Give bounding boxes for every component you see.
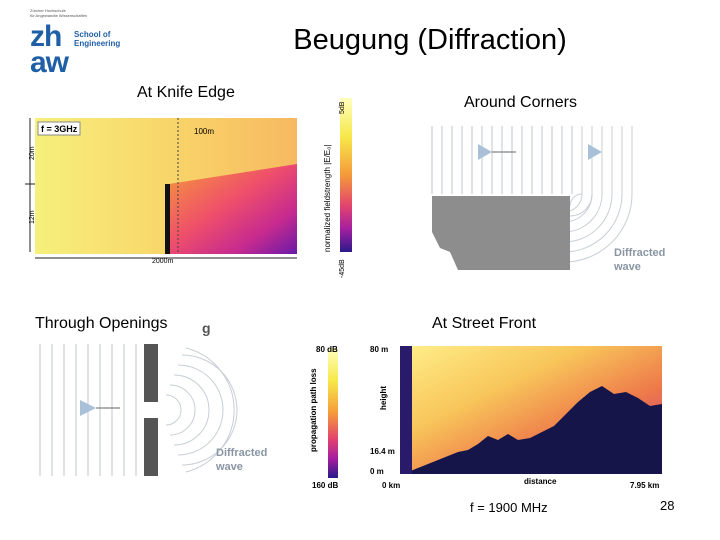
caption-openings: Through Openings [35, 315, 168, 332]
dim-2000m: 2000m [152, 258, 174, 264]
street-scale: propagation path loss 80 dB 160 dB [309, 345, 338, 490]
wave-fronts [39, 344, 137, 476]
scale-bottom: -45dB [339, 259, 346, 278]
knife-edge-diagram: f = 3GHz 100m 20m 12m 2000m [25, 118, 297, 264]
wave-label: wave [613, 261, 641, 273]
frequency-note: f = 1900 MHz [470, 500, 548, 515]
wave-label: wave [215, 461, 243, 473]
rough-edge [432, 232, 458, 270]
scale-gradient [340, 98, 352, 252]
street-front-diagram: 80 m height 16.4 m 0 m 0 km distance 7.9… [370, 345, 662, 490]
logo-school-1: School of [74, 30, 111, 39]
terrain-profile [400, 386, 662, 474]
x-start-label: 0 km [382, 481, 400, 490]
logo-mark-2: aw [30, 46, 69, 79]
building-block [432, 196, 570, 270]
wave-arrow-icon [478, 144, 492, 160]
diffracted-label: Diffracted [614, 247, 665, 259]
wave-arrow-icon [80, 400, 96, 416]
logo-topline-2: für Angewandte Wissenschaften [30, 13, 88, 18]
page-number: 28 [660, 498, 675, 513]
x-end-label: 7.95 km [630, 481, 659, 490]
scale-top: 80 dB [316, 345, 338, 354]
barrier-bottom [144, 418, 158, 476]
slide-title: Beugung (Diffraction) [293, 24, 567, 56]
zhaw-logo: Zürcher Hochschule für Angewandte Wissen… [30, 8, 150, 88]
openings-diagram: Diffracted wave [39, 344, 267, 476]
shadow-region [169, 164, 297, 254]
wave-arrow-icon [588, 144, 602, 160]
dim-100m: 100m [194, 127, 214, 136]
dim-20m: 20m [29, 146, 36, 160]
wave-fronts [431, 126, 573, 194]
corners-diagram: Diffracted wave [431, 126, 665, 273]
scale-bottom: 160 dB [312, 481, 338, 490]
logo-school-2: Engineering [74, 39, 121, 48]
scale-label: propagation path loss [309, 368, 318, 452]
freq-label: f = 3GHz [41, 124, 78, 134]
scale-gradient [328, 348, 338, 478]
knife-edge-scale: 5dB -45dB normalized fieldstrength |E/E₀… [323, 98, 352, 278]
caption-corners: Around Corners [464, 94, 577, 111]
barrier-top [144, 344, 158, 402]
dim-12m: 12m [29, 210, 36, 224]
y-axis-title: height [379, 386, 388, 410]
knife-edge-obstacle [165, 184, 170, 254]
x-axis-title: distance [524, 477, 557, 486]
caption-street: At Street Front [432, 315, 537, 332]
diffracted-arcs [563, 126, 633, 263]
scale-top: 5dB [339, 101, 346, 114]
y-top-label: 80 m [370, 345, 388, 354]
caption-knife-edge: At Knife Edge [137, 84, 235, 101]
logo-mark-1: zh [30, 20, 62, 53]
freq-box [37, 121, 81, 136]
diffracted-label: Diffracted [216, 447, 267, 459]
y-zero-label: 0 m [370, 467, 384, 476]
transmitter-building [400, 346, 412, 474]
diffracted-arcs [165, 347, 238, 473]
scale-label: normalized fieldstrength |E/E₀| [323, 144, 332, 252]
logo-topline-1: Zürcher Hochschule [30, 8, 66, 13]
stray-letter: g [202, 320, 211, 336]
y-mid-label: 16.4 m [370, 447, 395, 456]
